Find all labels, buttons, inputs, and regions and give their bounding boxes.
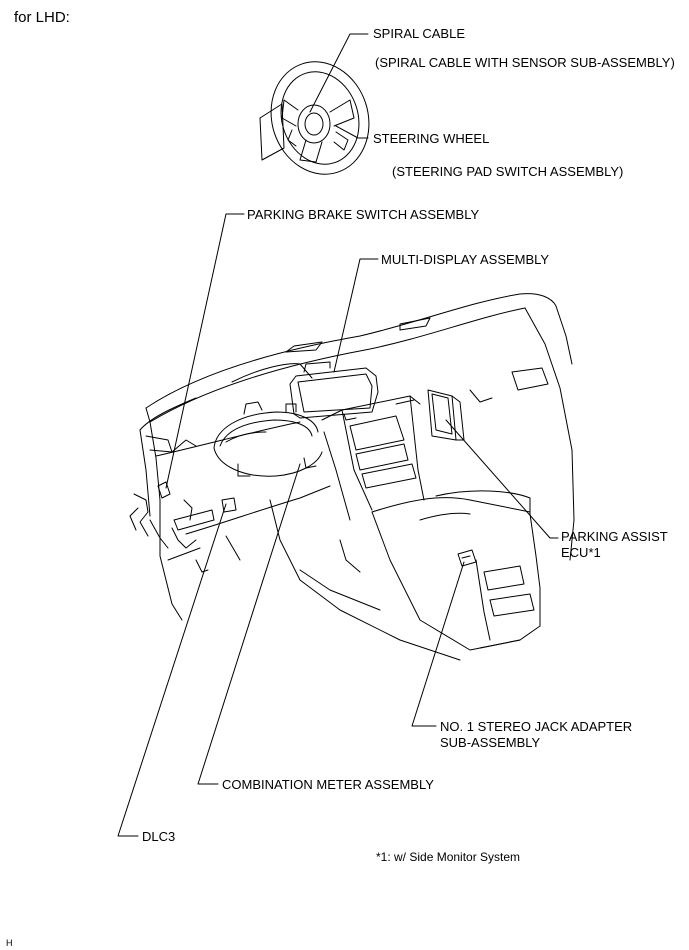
- label-parking-assist-ecu-line2: ECU*1: [561, 545, 601, 560]
- leader-multi-display: [333, 258, 379, 373]
- label-parking-brake-switch: PARKING BRAKE SWITCH ASSEMBLY: [247, 207, 480, 222]
- leader-combination-meter: [197, 463, 301, 785]
- leader-lines: [117, 33, 559, 837]
- leader-stereo-jack: [411, 561, 465, 727]
- label-steering-wheel-sub: (STEERING PAD SWITCH ASSEMBLY): [392, 164, 624, 179]
- leader-dlc3: [117, 503, 227, 837]
- leader-spiral-cable: [309, 33, 369, 113]
- label-multi-display: MULTI-DISPLAY ASSEMBLY: [381, 252, 550, 267]
- label-dlc3: DLC3: [142, 829, 176, 844]
- footnote: *1: w/ Side Monitor System: [376, 850, 521, 864]
- label-steering-wheel: STEERING WHEEL: [373, 131, 490, 146]
- leader-parking-assist-ecu: [445, 419, 559, 539]
- leader-steering-wheel: [335, 125, 369, 139]
- label-spiral-cable: SPIRAL CABLE: [373, 26, 466, 41]
- label-spiral-cable-sub: (SPIRAL CABLE WITH SENSOR SUB-ASSEMBLY): [375, 55, 675, 70]
- dashboard-drawing: [129, 293, 575, 661]
- steering-wheel-drawing: [259, 61, 370, 175]
- label-stereo-jack-line1: NO. 1 STEREO JACK ADAPTER: [440, 719, 633, 734]
- leader-parking-brake-switch: [165, 213, 245, 489]
- variant-label: for LHD:: [14, 9, 70, 26]
- label-parking-assist-ecu-line1: PARKING ASSIST: [561, 529, 668, 544]
- corner-mark: H: [6, 938, 13, 948]
- label-stereo-jack-line2: SUB-ASSEMBLY: [440, 735, 541, 750]
- label-combination-meter: COMBINATION METER ASSEMBLY: [222, 777, 434, 792]
